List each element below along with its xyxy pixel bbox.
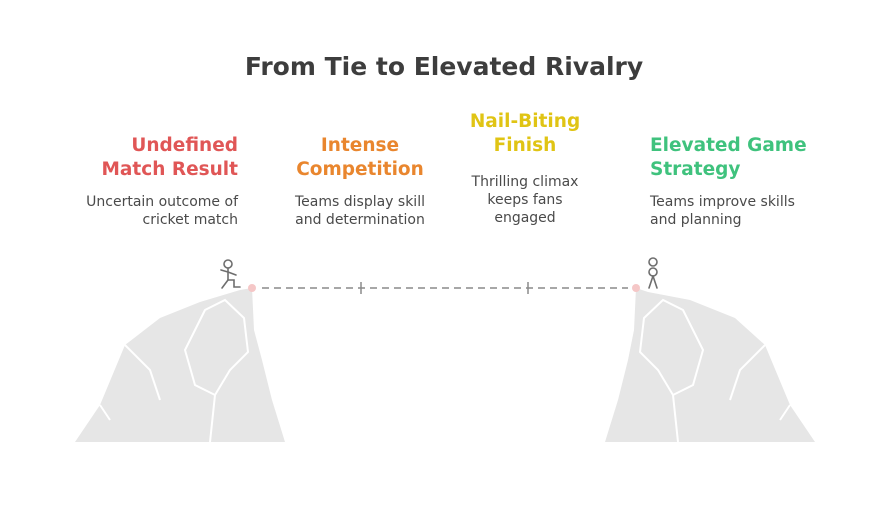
- stage-4-desc-line1: Teams improve skills: [650, 194, 795, 210]
- stage-1-description: Uncertain outcome of cricket match: [86, 193, 238, 229]
- stage-3-desc-line1: Thrilling climax: [471, 174, 579, 190]
- stage-1-desc-line2: cricket match: [142, 212, 238, 228]
- stage-2-desc-line2: and determination: [295, 212, 425, 228]
- stage-4-title-line2: Strategy: [650, 159, 741, 180]
- stage-3-desc-line2: keeps fans: [487, 192, 563, 208]
- stage-2-title-line2: Competition: [296, 159, 424, 180]
- stage-3-title: Nail-Biting Finish: [445, 110, 605, 158]
- stage-2-title: Intense Competition: [280, 134, 440, 182]
- stage-4-desc-line2: and planning: [650, 212, 742, 228]
- stage-3-title-line1: Nail-Biting: [469, 111, 581, 132]
- stage-3-title-line2: Finish: [493, 135, 557, 156]
- left-cliff: [75, 284, 285, 443]
- right-cliff: [605, 284, 815, 443]
- right-stick-figure-icon: [648, 257, 658, 289]
- left-stick-figure-icon: [220, 259, 241, 289]
- stage-1-title: Undefined Match Result: [102, 134, 238, 182]
- stage-1-desc-line1: Uncertain outcome of: [86, 194, 238, 210]
- stage-2-description: Teams display skill and determination: [270, 193, 450, 229]
- stage-1-title-line1: Undefined: [131, 135, 238, 156]
- dashed-bridge: [262, 282, 628, 294]
- diagram-title: From Tie to Elevated Rivalry: [244, 52, 644, 81]
- stage-3-description: Thrilling climax keeps fans engaged: [445, 173, 605, 227]
- stage-1-title-line2: Match Result: [101, 159, 238, 180]
- stage-2-desc-line1: Teams display skill: [295, 194, 425, 210]
- stage-4-title-line1: Elevated Game: [650, 135, 807, 156]
- stage-2-title-line1: Intense: [320, 135, 400, 156]
- stage-4-description: Teams improve skills and planning: [650, 193, 795, 229]
- stage-3-desc-line3: engaged: [494, 210, 556, 226]
- stage-4-title: Elevated Game Strategy: [650, 134, 807, 182]
